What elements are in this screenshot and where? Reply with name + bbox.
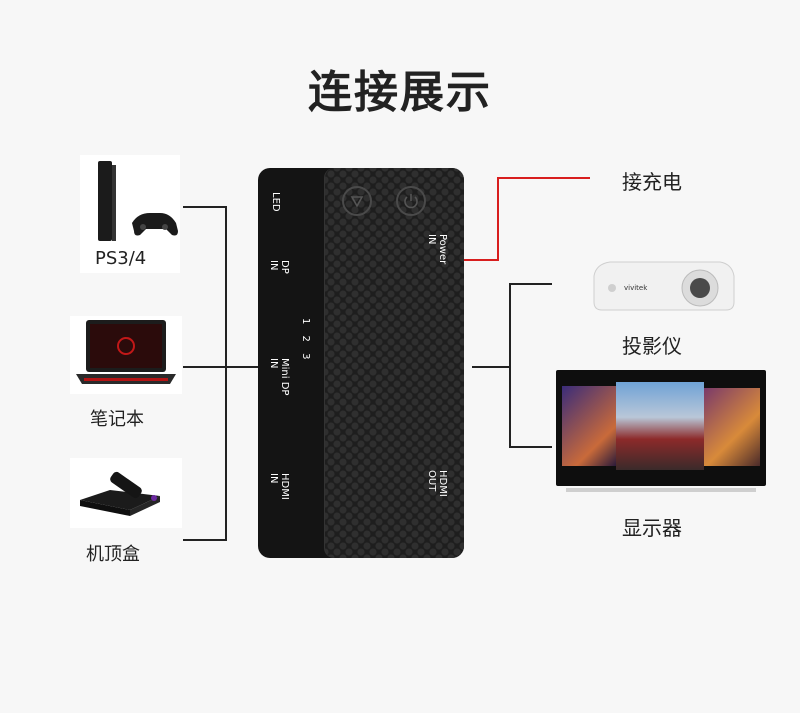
wire-inputs	[183, 206, 227, 541]
power-button-icon	[396, 186, 426, 216]
laptop-icon	[76, 320, 176, 384]
led-label: LED	[270, 192, 281, 212]
monitor-stand	[566, 488, 756, 492]
projector-label: 投影仪	[622, 334, 682, 358]
set-top-box-icon	[80, 471, 160, 516]
wire-power	[464, 177, 590, 261]
laptop-label: 笔记本	[90, 409, 144, 430]
minidp-in-label: Mini DP IN	[268, 358, 290, 396]
screen-panel-center	[616, 382, 704, 470]
console-label: PS3/4	[95, 248, 147, 269]
svg-text:vivitek: vivitek	[624, 284, 648, 292]
page-title: 连接展示	[308, 67, 492, 118]
hub-honeycomb-panel	[324, 168, 464, 558]
laptop-tile	[70, 316, 182, 394]
hdmi-in-label: HDMI IN	[268, 473, 290, 500]
dp-in-label: DP IN	[268, 260, 290, 274]
charging-label: 接充电	[622, 170, 682, 194]
hdmi-out-label: HDMI OUT	[426, 470, 448, 497]
monitor-label: 显示器	[622, 516, 682, 540]
monitor-screen	[556, 370, 766, 486]
select-button-icon	[342, 186, 372, 216]
set-top-box-label: 机顶盒	[86, 544, 140, 565]
set-top-box-tile	[70, 458, 182, 528]
screen-panel-left	[562, 386, 616, 466]
console-tile	[80, 155, 180, 273]
switch-hub: LED DP IN 1 2 3 Mini DP IN HDMI IN Power…	[258, 168, 464, 558]
power-in-label: Power IN	[426, 234, 448, 265]
projector-icon: vivitek	[593, 261, 735, 311]
input-numbers-label: 1 2 3	[300, 318, 311, 364]
monitor-icon	[556, 370, 766, 500]
screen-panel-right	[704, 388, 760, 466]
wire-outputs	[509, 283, 552, 448]
console-icon	[98, 161, 178, 241]
